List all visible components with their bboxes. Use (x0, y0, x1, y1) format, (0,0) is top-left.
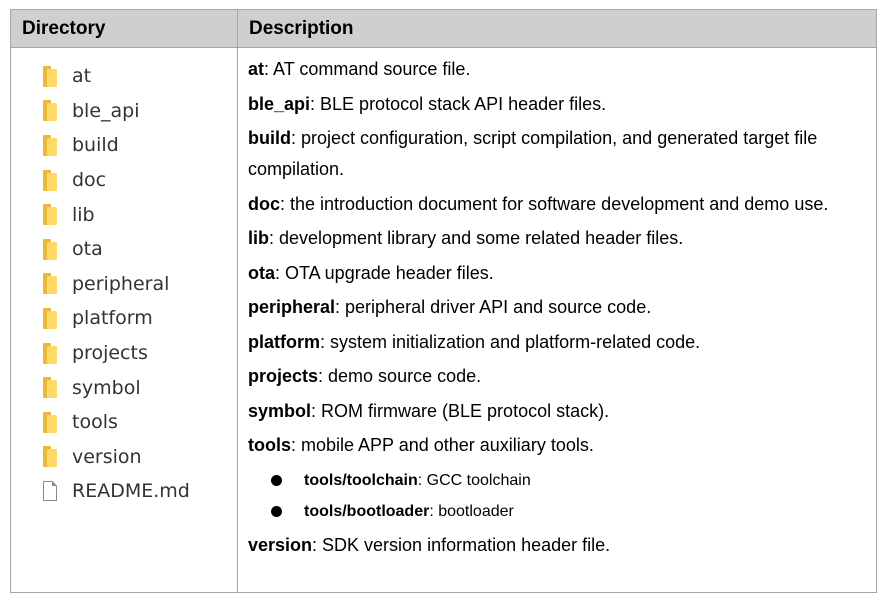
description-term: doc (248, 193, 281, 214)
description-text: : demo source code. (318, 366, 482, 386)
description-text: : BLE protocol stack API header files. (310, 93, 607, 114)
tree-item-label: version (72, 445, 142, 468)
tree-item-label: doc (72, 169, 107, 192)
tree-item[interactable]: at (43, 59, 237, 94)
tree-item-label: symbol (72, 376, 141, 399)
folder-icon (43, 204, 57, 226)
description-text: : system initialization and platform-rel… (320, 331, 701, 352)
tree-item[interactable]: projects (43, 336, 237, 371)
description-item: at: AT command source file. (248, 54, 876, 85)
tree-item-label: tools (72, 411, 118, 434)
bullet-icon (271, 474, 282, 486)
bullet-item: tools/bootloader: bootloader (248, 496, 876, 527)
directory-header: Directory (10, 9, 238, 48)
description-term: platform (248, 331, 320, 352)
folder-icon (43, 100, 57, 122)
description-item: tools: mobile APP and other auxiliary to… (248, 430, 876, 461)
description-item: ota: OTA upgrade header files. (248, 258, 876, 289)
folder-icon (43, 446, 57, 468)
content-row: at ble_api build doc lib ota peripheral … (10, 47, 877, 593)
tree-item[interactable]: README.md (43, 474, 237, 509)
description-text: : OTA upgrade header files. (275, 262, 494, 283)
directory-cell: at ble_api build doc lib ota peripheral … (10, 47, 238, 593)
description-text: : development library and some related h… (269, 228, 684, 248)
folder-icon (43, 411, 57, 433)
description-term: peripheral (248, 297, 336, 317)
description-term: projects (248, 366, 319, 386)
bullet-term: tools/bootloader (304, 502, 430, 520)
description-term: version (248, 534, 313, 555)
description-item: build: project configuration, script com… (248, 123, 876, 185)
description-term: at (248, 59, 265, 79)
description-header: Description (237, 9, 877, 48)
description-text: : peripheral driver API and source code. (335, 297, 652, 317)
description-item: lib: development library and some relate… (248, 223, 876, 254)
directory-table: Directory Description at ble_api build d… (10, 9, 877, 593)
description-item: ble_api: BLE protocol stack API header f… (248, 89, 876, 120)
description-item: version: SDK version information header … (248, 530, 876, 561)
description-item: platform: system initialization and plat… (248, 327, 876, 358)
folder-icon (43, 273, 57, 295)
tree-item-label: ota (72, 238, 103, 261)
tree-item-label: build (72, 134, 119, 157)
folder-icon (43, 377, 57, 399)
tree-item[interactable]: symbol (43, 370, 237, 405)
description-text: : SDK version information header file. (312, 534, 611, 555)
tree-item[interactable]: build (43, 128, 237, 163)
tree-item[interactable]: platform (43, 301, 237, 336)
description-term: build (248, 128, 291, 148)
bullet-icon (271, 505, 282, 517)
description-term: ble_api (248, 93, 311, 114)
folder-icon (43, 134, 57, 156)
description-cell: at: AT command source file. ble_api: BLE… (237, 47, 877, 593)
tree-item-label: lib (72, 203, 95, 226)
bullet-item: tools/toolchain: GCC toolchain (248, 465, 876, 496)
folder-icon (43, 307, 57, 329)
tree-item[interactable]: ota (43, 232, 237, 267)
folder-icon (43, 238, 57, 260)
tree-item[interactable]: ble_api (43, 94, 237, 129)
description-term: ota (248, 262, 275, 283)
description-text: : mobile APP and other auxiliary tools. (291, 435, 594, 455)
folder-icon (43, 65, 57, 87)
description-text: : ROM firmware (BLE protocol stack). (311, 400, 610, 421)
tree-item[interactable]: doc (43, 163, 237, 198)
bullet-text: : GCC toolchain (417, 471, 531, 489)
description-term: lib (248, 228, 269, 248)
folder-icon (43, 342, 57, 364)
header-row: Directory Description (10, 9, 877, 48)
description-item: symbol: ROM firmware (BLE protocol stack… (248, 396, 876, 427)
description-item: peripheral: peripheral driver API and so… (248, 292, 876, 323)
bullet-text: : bootloader (429, 502, 514, 520)
description-text: : project configuration, script compilat… (248, 128, 818, 179)
description-list: at: AT command source file. ble_api: BLE… (238, 48, 876, 561)
tree-item[interactable]: lib (43, 197, 237, 232)
folder-icon (43, 169, 57, 191)
description-text: : AT command source file. (264, 59, 471, 79)
description-term: symbol (248, 400, 312, 421)
tree-item-label: ble_api (72, 99, 140, 122)
description-item: doc: the introduction document for softw… (248, 189, 876, 220)
tree-item[interactable]: version (43, 440, 237, 475)
description-text: : the introduction document for software… (280, 193, 829, 214)
description-item: projects: demo source code. (248, 361, 876, 392)
tree-item[interactable]: peripheral (43, 267, 237, 302)
bullet-term: tools/toolchain (304, 471, 418, 489)
folder-tree: at ble_api build doc lib ota peripheral … (11, 48, 237, 509)
tree-item-label: README.md (72, 480, 190, 503)
tree-item[interactable]: tools (43, 405, 237, 440)
tree-item-label: at (72, 65, 92, 88)
tree-item-label: platform (72, 307, 153, 330)
file-icon (43, 481, 57, 502)
tree-item-label: peripheral (72, 272, 170, 295)
description-term: tools (248, 435, 291, 455)
tree-item-label: projects (72, 342, 148, 365)
